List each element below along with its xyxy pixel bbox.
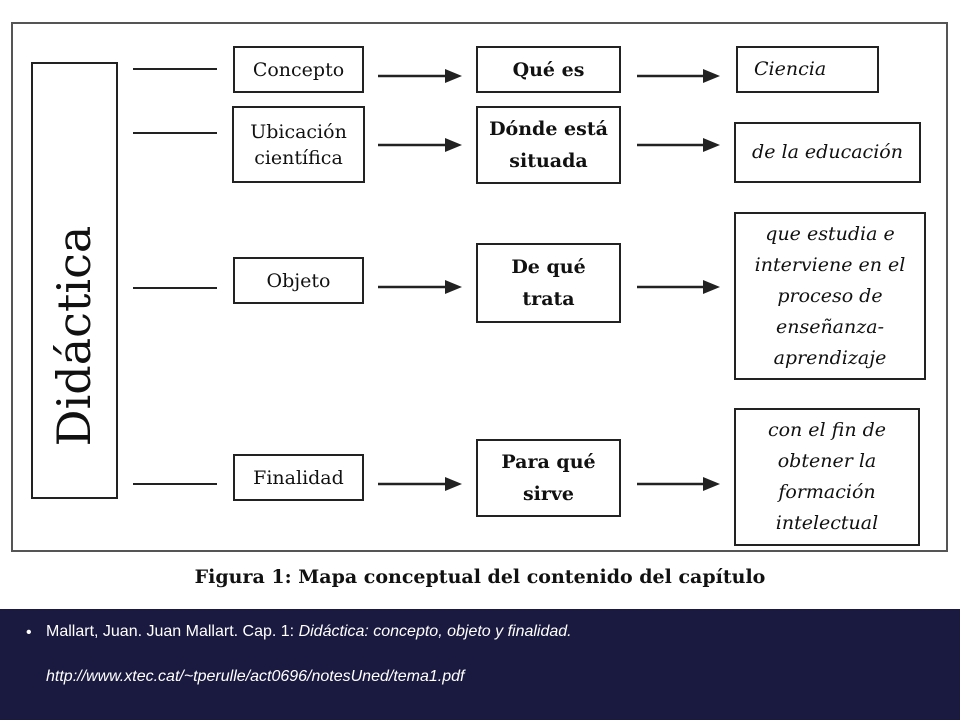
question-text: De qué xyxy=(511,256,586,278)
reference-footer: • Mallart, Juan. Juan Mallart. Cap. 1: D… xyxy=(0,609,960,720)
connector-line-ubicacion xyxy=(133,132,217,134)
concept-box-concepto: Concepto xyxy=(233,46,364,93)
main-concept-box xyxy=(31,62,118,499)
connector-line-concepto xyxy=(133,68,217,70)
answer-text: de la educación xyxy=(752,141,903,163)
question-box-donde-esta: Dónde está situada xyxy=(476,106,621,184)
reference-author: Mallart, Juan. Juan Mallart. Cap. 1: xyxy=(46,623,299,640)
answer-box-fin: con el fin de obtener la formación intel… xyxy=(734,408,920,546)
figure-caption: Figura 1: Mapa conceptual del contenido … xyxy=(194,566,766,588)
concept-text: Concepto xyxy=(252,58,345,81)
question-text: Qué es xyxy=(512,58,585,81)
question-box-de-que: De qué trata xyxy=(476,243,621,323)
answer-text: proceso de xyxy=(777,284,883,307)
reference-url-link[interactable]: http://www.xtec.cat/~tperulle/act0696/no… xyxy=(46,668,465,685)
answer-text: formación xyxy=(778,481,876,503)
arrow-finalidad-to-para-que xyxy=(378,477,462,491)
concept-text: Finalidad xyxy=(253,466,344,489)
arrow-de-que-to-estudia xyxy=(637,280,720,294)
concept-box-objeto: Objeto xyxy=(233,257,364,304)
arrow-objeto-to-de-que xyxy=(378,280,462,294)
reference-title: Didáctica: concepto, objeto y finalidad. xyxy=(298,623,572,640)
question-box-que-es: Qué es xyxy=(476,46,621,93)
answer-text: intelectual xyxy=(775,512,879,534)
arrow-concepto-to-que-es xyxy=(378,69,462,83)
answer-text: con el fin de xyxy=(767,419,887,441)
concept-box-ubicacion: Ubicación científica xyxy=(232,106,365,183)
concept-box-finalidad: Finalidad xyxy=(233,454,364,501)
answer-box-estudia: que estudia e interviene en el proceso d… xyxy=(734,212,926,380)
question-text: situada xyxy=(509,150,588,172)
bullet-icon: • xyxy=(26,624,32,641)
concept-text: Ubicación xyxy=(250,120,347,143)
question-text: sirve xyxy=(522,483,575,505)
question-text: Para qué xyxy=(501,451,596,473)
answer-text: que estudia e xyxy=(765,222,895,245)
question-box-para-que: Para qué sirve xyxy=(476,439,621,517)
answer-text: Ciencia xyxy=(754,58,827,80)
answer-box-educacion: de la educación xyxy=(734,122,921,183)
answer-text: aprendizaje xyxy=(773,346,887,369)
arrow-para-que-to-fin xyxy=(637,477,720,491)
answer-text: interviene en el xyxy=(754,253,906,276)
answer-text: enseñanza- xyxy=(775,315,885,338)
connector-line-finalidad xyxy=(133,483,217,485)
answer-box-ciencia: Ciencia xyxy=(736,46,879,93)
arrow-donde-to-educacion xyxy=(637,138,720,152)
concept-text: científica xyxy=(254,146,343,169)
answer-text: obtener la xyxy=(777,450,877,472)
diagram-frame xyxy=(11,22,948,552)
question-text: trata xyxy=(522,288,575,310)
arrow-ubicacion-to-donde xyxy=(378,138,462,152)
question-text: Dónde está xyxy=(489,118,608,140)
arrow-que-es-to-ciencia xyxy=(637,69,720,83)
reference-citation: Mallart, Juan. Juan Mallart. Cap. 1: Did… xyxy=(46,622,572,642)
concept-text: Objeto xyxy=(266,269,331,292)
connector-line-objeto xyxy=(133,287,217,289)
